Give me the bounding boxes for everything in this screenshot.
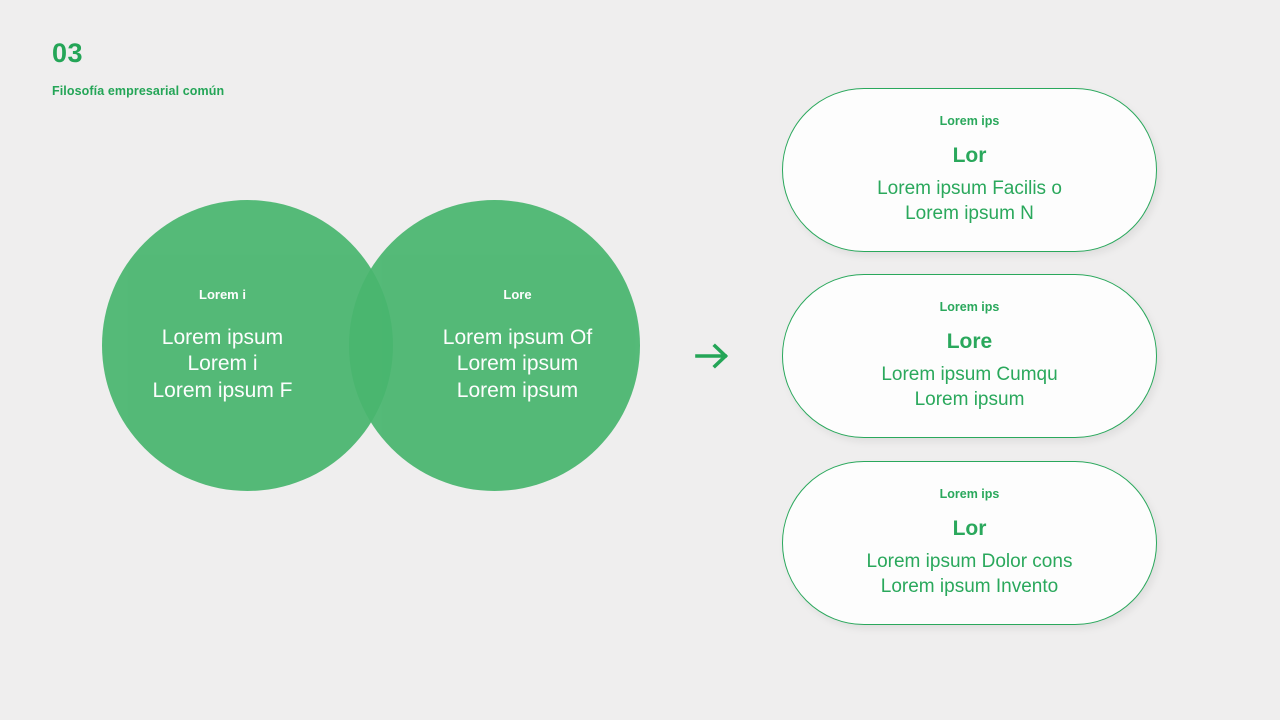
slide-subtitle: Filosofía empresarial común [52,84,225,98]
card-eyebrow: Lorem ips [939,113,1000,128]
card-title: Lor [952,143,987,167]
card-body-line: Lorem ipsum [914,389,1025,411]
arrow-right-icon [694,340,734,372]
card-body-line: Lorem ipsum Cumqu [881,363,1058,385]
venn-right-label: Lore [503,287,532,303]
card-title: Lor [952,516,987,540]
list-item[interactable]: Lorem ips Lor Lorem ipsum Dolor cons Lor… [782,461,1157,625]
card-title: Lore [946,329,993,353]
venn-right-body-line: Lorem ipsum [456,378,579,402]
venn-right-body: Lorem ipsum Of Lorem ipsum Lorem ipsum [388,325,648,404]
venn-circle-left[interactable]: Lorem i Lorem ipsum Lorem i Lorem ipsum … [102,200,393,491]
card-body-line: Lorem ipsum Facilis o [877,177,1062,199]
venn-right-content: Lore Lorem ipsum Of Lorem ipsum Lorem ip… [388,287,648,404]
card-eyebrow: Lorem ips [939,486,1000,501]
venn-left-body: Lorem ipsum Lorem i Lorem ipsum F [93,325,353,404]
venn-right-body-line: Lorem ipsum Of [442,325,593,349]
card-body-line: Lorem ipsum N [905,203,1034,225]
venn-right-body-line: Lorem ipsum [456,352,579,376]
venn-left-body-line: Lorem ipsum F [152,378,293,402]
card-body: Lorem ipsum Facilis o Lorem ipsum N [849,176,1090,227]
card-body: Lorem ipsum Cumqu Lorem ipsum [853,362,1085,413]
list-item[interactable]: Lorem ips Lore Lorem ipsum Cumqu Lorem i… [782,274,1157,438]
card-body-line: Lorem ipsum Dolor cons [866,550,1073,572]
venn-left-content: Lorem i Lorem ipsum Lorem i Lorem ipsum … [93,287,353,404]
card-body: Lorem ipsum Dolor cons Lorem ipsum Inven… [839,549,1101,600]
venn-circle-right[interactable]: Lore Lorem ipsum Of Lorem ipsum Lorem ip… [349,200,640,491]
card-eyebrow: Lorem ips [939,299,1000,314]
venn-left-body-line: Lorem i [187,352,258,376]
venn-diagram: Lorem i Lorem ipsum Lorem i Lorem ipsum … [102,200,640,495]
slide-number: 03 [52,38,84,68]
venn-left-body-line: Lorem ipsum [161,325,284,349]
slide-header: 03 Filosofía empresarial común [52,38,225,99]
card-body-line: Lorem ipsum Invento [880,576,1059,598]
list-item[interactable]: Lorem ips Lor Lorem ipsum Facilis o Lore… [782,88,1157,252]
venn-left-label: Lorem i [199,287,246,303]
